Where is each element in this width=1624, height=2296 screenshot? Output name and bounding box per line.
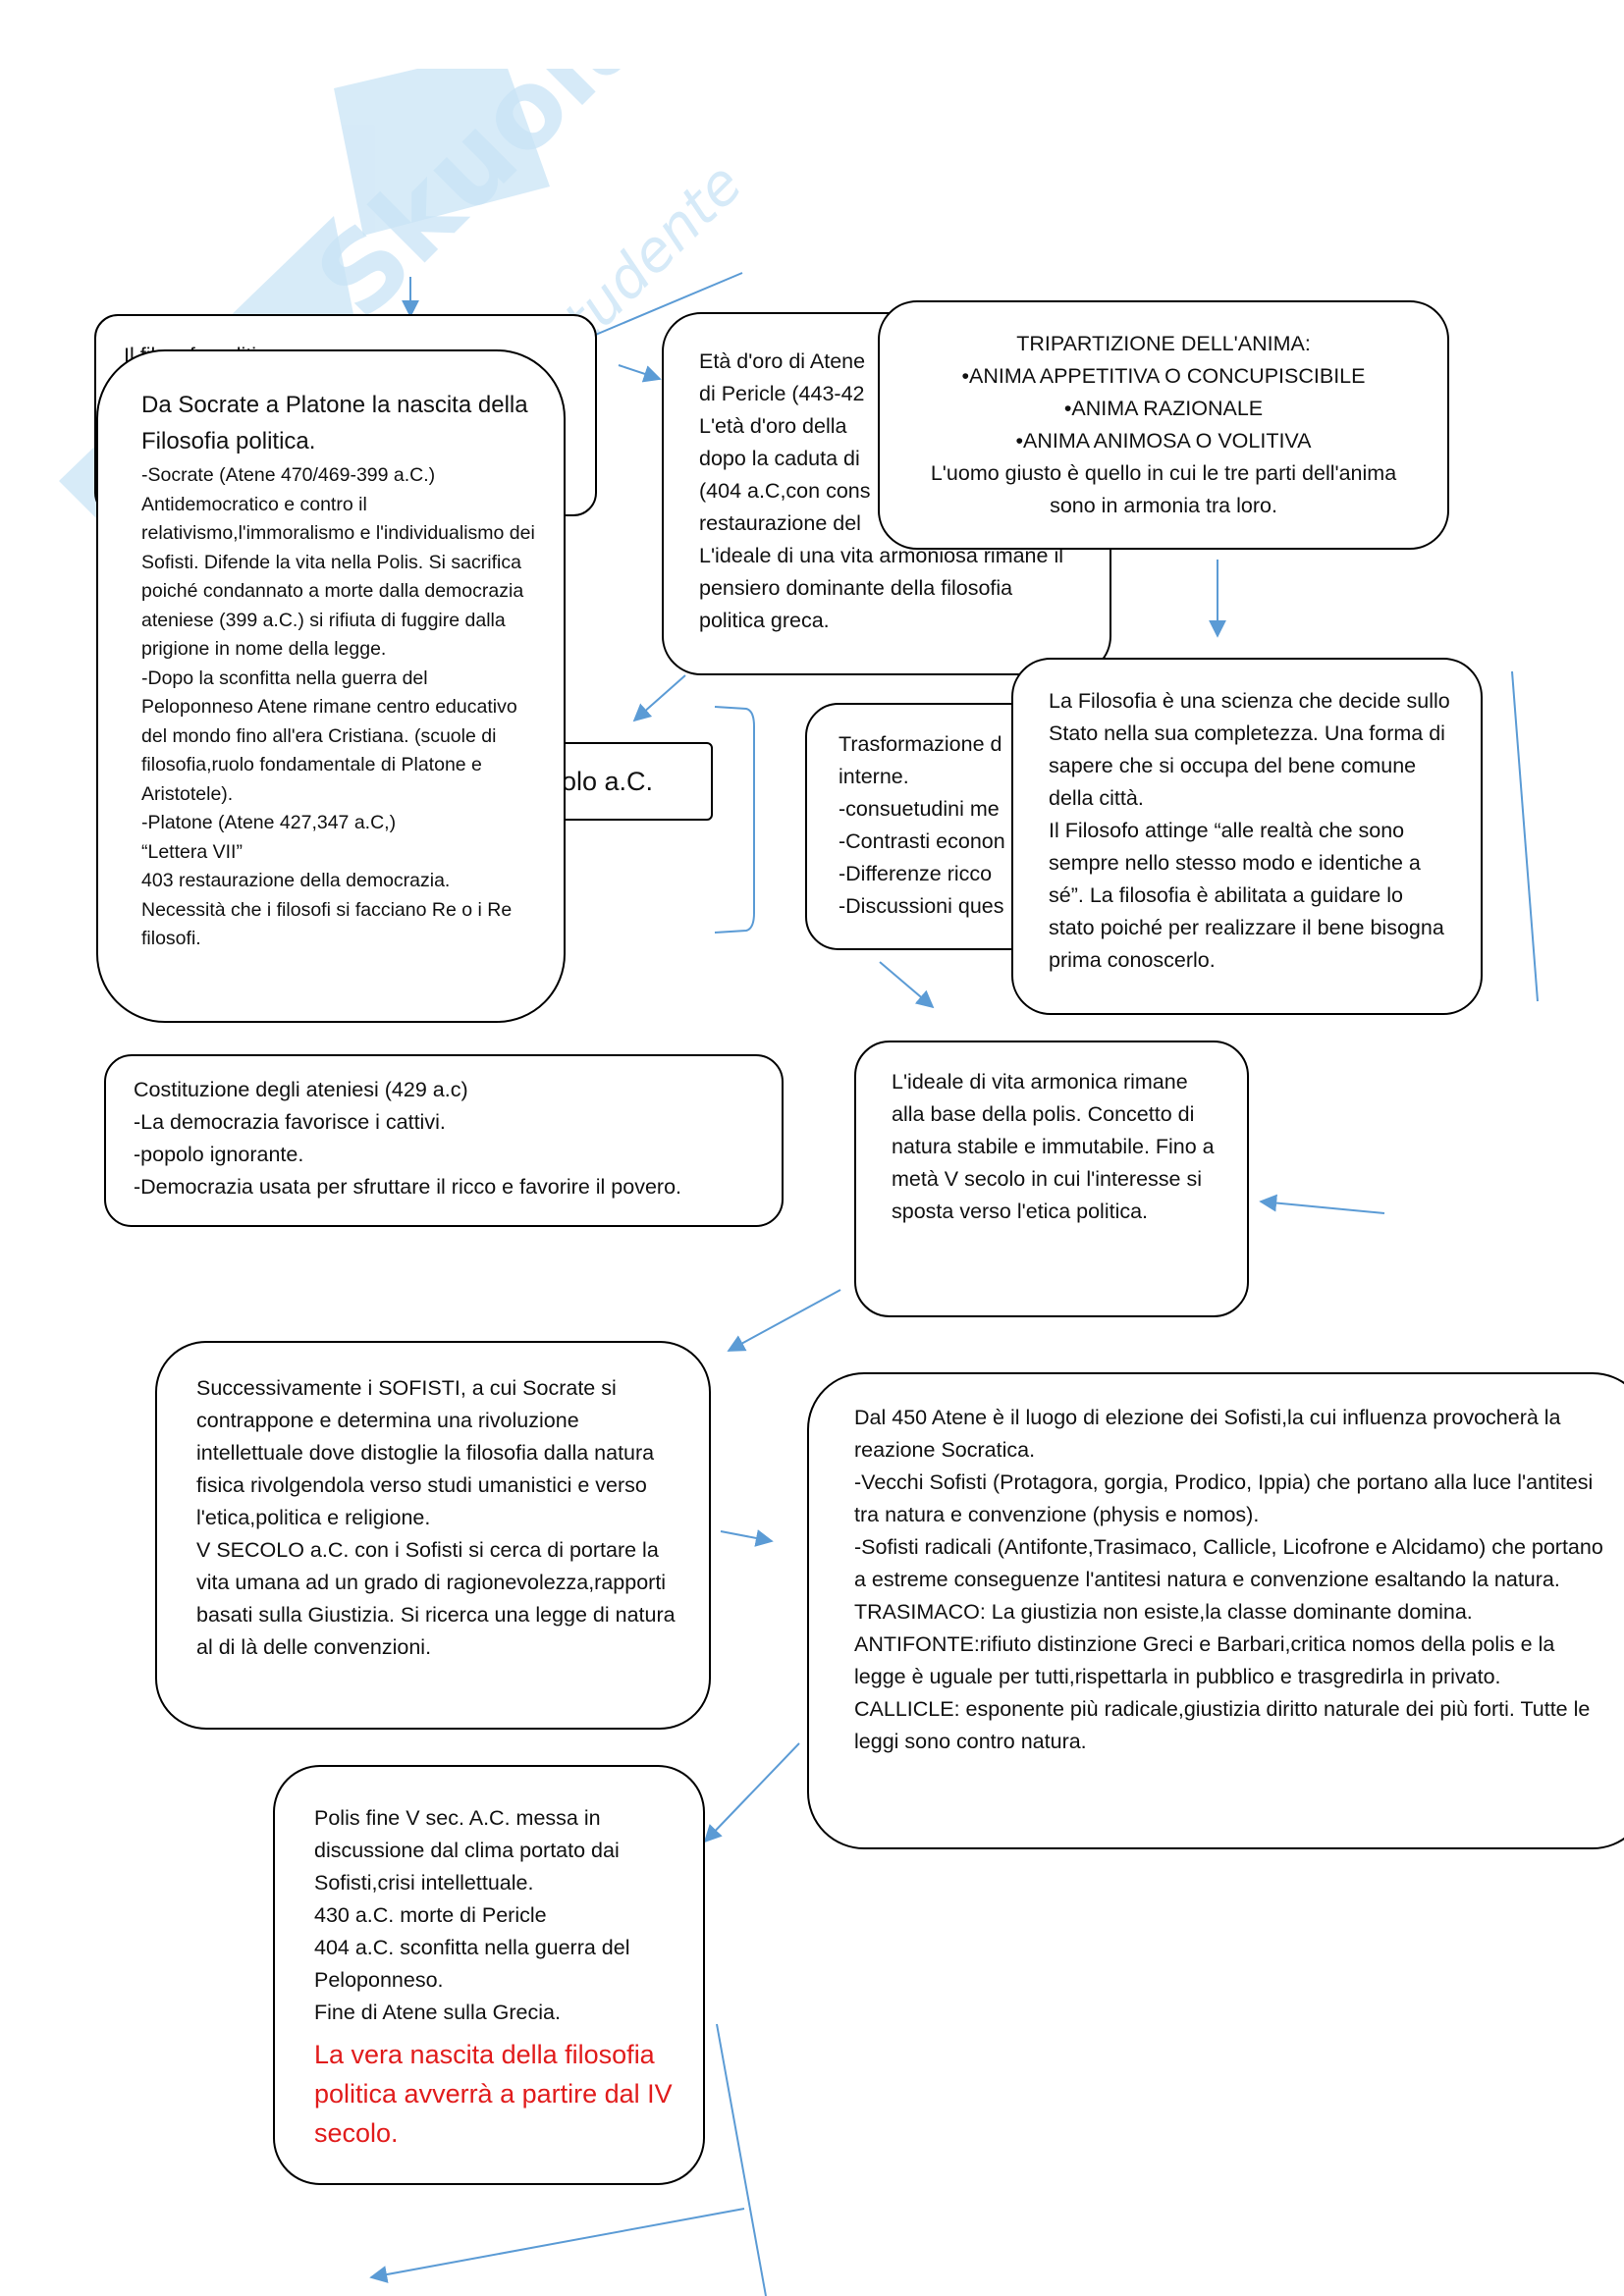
tripartizione-anima-razionale: •ANIMA RAZIONALE (1063, 397, 1264, 420)
filosofia-scienza-text-2: Il Filosofo attinge “alle realtà che son… (1049, 819, 1444, 972)
line-right-long (1511, 670, 1539, 1002)
arrow-bottom-left (369, 2208, 745, 2283)
tripartizione-anima-appetitiva: •ANIMA APPETITIVA O CONCUPISCIBILE (961, 364, 1366, 388)
box-costituzione-ateniesi: Costituzione degli ateniesi (429 a.c) -L… (104, 1054, 784, 1227)
polis-line-3: 404 a.C. sconfitta nella guerra del Pelo… (314, 1936, 630, 1992)
arrow-ideale-to-sofisti (727, 1289, 841, 1352)
polis-line-1: Polis fine V sec. A.C. messa in discussi… (314, 1806, 620, 1895)
eta-oro-line-4: dopo la caduta di (699, 447, 860, 470)
arrow-eta-to-secolo (632, 674, 686, 722)
box-polis-fine-v-secolo: Polis fine V sec. A.C. messa in discussi… (273, 1765, 705, 2185)
tripartizione-title: TRIPARTIZIONE DELL'ANIMA: (1016, 332, 1311, 355)
eta-oro-line-7: L'ideale di una vita armoniosa rimane il… (699, 544, 1064, 632)
eta-oro-line-1: Età d'oro di Atene (699, 349, 866, 373)
arrow-sofisti-to-450 (720, 1529, 774, 1547)
line-bottom-long (716, 2023, 767, 2296)
bracket-right (714, 706, 755, 934)
socrate-platone-title: Da Socrate a Platone la nascita della Fi… (141, 392, 528, 454)
costituzione-line-2: -popolo ignorante. (134, 1143, 304, 1166)
dal-450-vecchi-sofisti: -Vecchi Sofisti (Protagora, gorgia, Prod… (854, 1470, 1594, 1526)
box-socrate-platone: Da Socrate a Platone la nascita della Fi… (96, 349, 566, 1023)
box-dal-450-atene: Dal 450 Atene è il luogo di elezione dei… (807, 1372, 1624, 1849)
trasformazione-line-6: -Discussioni ques (839, 894, 1004, 918)
box-ideale-vita-armonica: L'ideale di vita armonica rimane alla ba… (854, 1041, 1249, 1317)
ideale-vita-text: L'ideale di vita armonica rimane alla ba… (892, 1070, 1215, 1223)
tripartizione-uomo-giusto: L'uomo giusto è quello in cui le tre par… (930, 461, 1397, 517)
polis-line-4: Fine di Atene sulla Grecia. (314, 2001, 561, 2024)
costituzione-line-1: -La democrazia favorisce i cattivi. (134, 1110, 446, 1134)
dal-450-sofisti-radicali: -Sofisti radicali (Antifonte,Trasimaco, … (854, 1535, 1603, 1591)
secolo-partial-text: olo a.C. (562, 767, 654, 796)
trasformazione-line-5: -Differenze ricco (839, 862, 993, 885)
platone-line-3: 403 restaurazione della democrazia. Nece… (141, 870, 513, 949)
eta-oro-line-5: (404 a.C,con cons (699, 479, 871, 503)
dal-450-trasimaco: TRASIMACO: La giustizia non esiste,la cl… (854, 1600, 1473, 1624)
arrow-450-to-polis (703, 1742, 800, 1843)
sofisti-text-2: V SECOLO a.C. con i Sofisti si cerca di … (196, 1538, 676, 1659)
watermark-main-text: Skuola.net (293, 69, 785, 342)
platone-line-1: -Platone (Atene 427,347 a.C,) (141, 812, 397, 833)
tripartizione-anima-animosa: •ANIMA ANIMOSA O VOLITIVA (1015, 429, 1312, 453)
trasformazione-line-1: Trasformazione d (839, 732, 1002, 756)
eta-oro-line-2: di Pericle (443-42 (699, 382, 865, 405)
polis-highlight: La vera nascita della filosofia politica… (314, 2040, 673, 2148)
dal-450-intro: Dal 450 Atene è il luogo di elezione dei… (854, 1406, 1561, 1462)
filosofia-scienza-text: La Filosofia è una scienza che decide su… (1049, 689, 1450, 810)
socrate-line-1: -Socrate (Atene 470/469-399 a.C.) (141, 464, 436, 486)
platone-line-2: “Lettera VII” (141, 840, 243, 863)
trasformazione-line-4: -Contrasti econon (839, 829, 1005, 853)
arrow-to-eta-oro (618, 364, 662, 383)
eta-oro-line-3: L'età d'oro della (699, 414, 847, 438)
costituzione-line-3: -Democrazia usata per sfruttare il ricco… (134, 1175, 682, 1199)
dal-450-callicle: CALLICLE: esponente più radicale,giustiz… (854, 1697, 1591, 1753)
box-filosofia-scienza: La Filosofia è una scienza che decide su… (1011, 658, 1483, 1015)
sofisti-text: Successivamente i SOFISTI, a cui Socrate… (196, 1376, 655, 1529)
dal-450-antifonte: ANTIFONTE:rifiuto distinzione Greci e Ba… (854, 1632, 1555, 1688)
box-trasformazione: Trasformazione d interne. -consuetudini … (805, 703, 1051, 950)
box-tripartizione-anima: TRIPARTIZIONE DELL'ANIMA: •ANIMA APPETIT… (878, 300, 1449, 550)
socrate-line-3: -Dopo la sconfitta nella guerra del Pelo… (141, 667, 517, 805)
arrow-trasformazione-down (879, 961, 935, 1009)
polis-line-2: 430 a.C. morte di Pericle (314, 1903, 547, 1927)
costituzione-title: Costituzione degli ateniesi (429 a.c) (134, 1078, 468, 1101)
box-sofisti: Successivamente i SOFISTI, a cui Socrate… (155, 1341, 711, 1730)
socrate-line-2: Antidemocratico e contro il relativismo,… (141, 493, 535, 661)
trasformazione-line-3: -consuetudini me (839, 797, 1000, 821)
trasformazione-line-2: interne. (839, 765, 909, 788)
arrow-into-ideale (1259, 1194, 1385, 1214)
eta-oro-line-6: restaurazione del (699, 511, 861, 535)
